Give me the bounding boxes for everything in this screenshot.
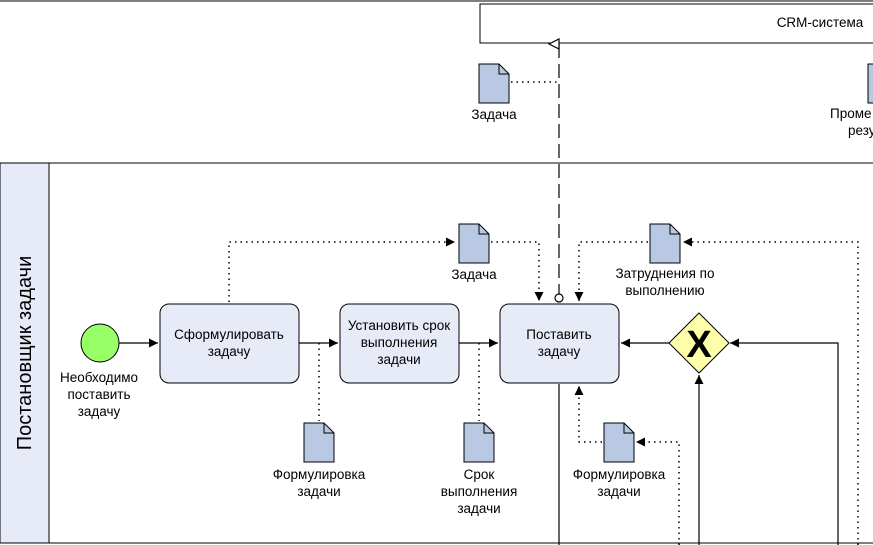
doc-task-top-label: Задача <box>471 107 517 122</box>
task-formulate[interactable]: Сформулировать задачу <box>159 303 300 384</box>
association-wording-2-to-assign <box>574 386 602 443</box>
lane-header: Постановщик задачи <box>0 162 50 544</box>
task-set-deadline-label-1: Установить срок <box>348 318 450 333</box>
lane-title: Постановщик задачи <box>14 256 36 451</box>
association-task-to-assign <box>491 241 544 301</box>
start-event-label-3: задачу <box>78 404 121 419</box>
doc-wording-2-label-2: задачи <box>597 484 640 499</box>
crm-pool[interactable]: CRM-система <box>479 3 873 44</box>
message-flow-origin <box>554 293 564 303</box>
exclusive-gateway[interactable]: X <box>668 312 730 374</box>
crm-pool-label: CRM-система <box>777 15 864 30</box>
association-in-wording-2 <box>636 437 680 545</box>
doc-task-top[interactable]: Задача <box>471 63 517 122</box>
doc-partial-right-label-2: резу <box>848 123 873 138</box>
doc-task-mid[interactable]: Задача <box>451 223 497 282</box>
doc-deadline[interactable]: Срок выполнения задачи <box>441 422 518 516</box>
task-formulate-label-1: Сформулировать <box>174 327 284 342</box>
doc-deadline-label-3: задачи <box>457 501 500 516</box>
task-assign-label-2: задачу <box>538 344 581 359</box>
doc-wording-1[interactable]: Формулировка задачи <box>273 422 366 499</box>
task-assign-label-1: Поставить <box>526 327 591 342</box>
doc-deadline-label-1: Срок <box>464 467 495 482</box>
gateway-x-icon: X <box>686 324 712 366</box>
doc-partial-right-label-1: Проме <box>830 106 872 121</box>
task-set-deadline-label-2: выполнения <box>361 335 438 350</box>
start-event-label-2: поставить <box>67 387 130 402</box>
doc-partial-right[interactable]: Проме резу <box>830 63 873 138</box>
start-event-label-1: Необходимо <box>60 370 138 385</box>
doc-difficulties[interactable]: Затруднения по выполнению <box>616 223 715 298</box>
doc-deadline-label-2: выполнения <box>441 484 518 499</box>
association-difficulties-to-assign <box>574 241 648 301</box>
flow-loop-to-gateway <box>730 338 839 545</box>
task-assign[interactable]: Поставить задачу <box>499 303 620 384</box>
association-in-difficulties <box>683 237 859 545</box>
doc-wording-2[interactable]: Формулировка задачи <box>573 422 666 499</box>
doc-wording-1-label-1: Формулировка <box>273 467 366 482</box>
doc-difficulties-label-2: выполнению <box>625 283 704 298</box>
doc-wording-1-label-2: задачи <box>297 484 340 499</box>
doc-difficulties-label-1: Затруднения по <box>616 266 715 281</box>
task-formulate-label-2: задачу <box>208 344 251 359</box>
association-formulate-to-task <box>228 237 455 302</box>
task-set-deadline[interactable]: Установить срок выполнения задачи <box>339 303 460 384</box>
task-set-deadline-label-3: задачи <box>377 352 420 367</box>
doc-wording-2-label-1: Формулировка <box>573 467 666 482</box>
start-event[interactable] <box>80 323 120 363</box>
doc-task-mid-label: Задача <box>451 267 497 282</box>
